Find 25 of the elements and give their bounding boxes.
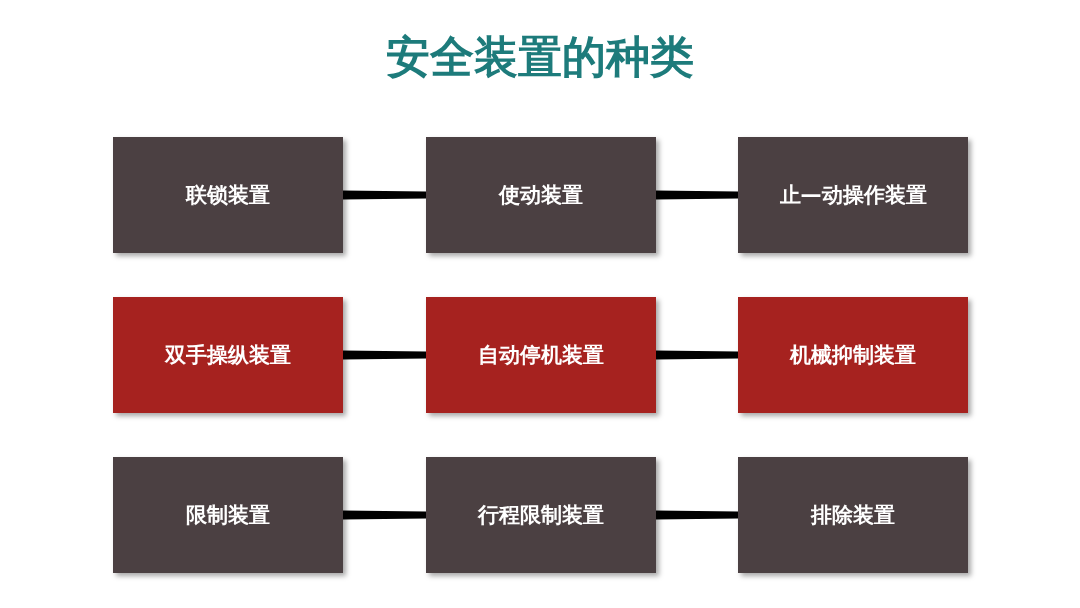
connector-line bbox=[656, 190, 738, 200]
device-box bbox=[738, 297, 968, 413]
device-box bbox=[426, 137, 656, 253]
box-label: 联锁装置 bbox=[186, 182, 270, 209]
device-box bbox=[738, 137, 968, 253]
device-box bbox=[426, 457, 656, 573]
device-box bbox=[426, 297, 656, 413]
device-box bbox=[738, 457, 968, 573]
box-label: 双手操纵装置 bbox=[165, 342, 291, 369]
box-label: 机械抑制装置 bbox=[790, 342, 916, 369]
device-box bbox=[113, 457, 343, 573]
box-label: 使动装置 bbox=[499, 182, 583, 209]
connector-line bbox=[656, 350, 738, 360]
title: 安全装置的种类 bbox=[385, 30, 695, 84]
device-box bbox=[113, 137, 343, 253]
connector-line bbox=[343, 190, 426, 200]
connector-line bbox=[343, 350, 426, 360]
connector-line bbox=[656, 510, 738, 520]
box-label: 自动停机装置 bbox=[478, 342, 604, 369]
box-label: 行程限制装置 bbox=[478, 502, 604, 529]
box-label: 限制装置 bbox=[186, 502, 270, 529]
box-label: 排除装置 bbox=[811, 502, 895, 529]
device-box bbox=[113, 297, 343, 413]
box-label: 止—动操作装置 bbox=[779, 182, 927, 209]
connector-line bbox=[343, 510, 426, 520]
